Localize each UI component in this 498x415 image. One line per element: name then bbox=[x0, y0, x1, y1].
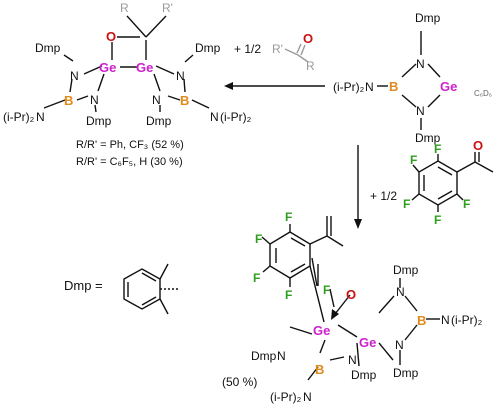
reagent-top-bonds bbox=[284, 43, 309, 63]
sm-n-bottom: N bbox=[416, 104, 425, 118]
sm-n-amino: N bbox=[365, 80, 374, 94]
starting-germylene bbox=[377, 31, 441, 130]
reagent-top-coefficient: + 1/2 bbox=[234, 42, 261, 56]
p1-r: R bbox=[120, 1, 129, 15]
p2-n-amino-left: N bbox=[303, 390, 312, 404]
reagent-bottom-ring bbox=[411, 152, 494, 212]
reagent-bottom-f-1: F bbox=[410, 153, 417, 167]
p1-n-upper-right: N bbox=[176, 69, 185, 83]
p2-ipr2-right: (i-Pr)₂ bbox=[451, 313, 483, 327]
substituent-line-1: R/R' = Ph, CF₃ (52 %) bbox=[76, 139, 184, 151]
sm-n-top: N bbox=[416, 57, 425, 71]
yield-bottom: (50 %) bbox=[222, 375, 257, 389]
substituent-line-2: R/R' = C₆F₅, H (30 %) bbox=[76, 156, 183, 168]
p1-n-amino-left: N bbox=[36, 110, 45, 124]
dmp-legend-label: Dmp = bbox=[64, 278, 103, 293]
p1-r-prime: R' bbox=[162, 1, 173, 15]
p1-dmp-bottom-left: Dmp bbox=[86, 114, 112, 128]
p2-n-lower-right: N bbox=[395, 338, 404, 352]
sm-b: B bbox=[389, 79, 398, 94]
p1-n-upper-left: N bbox=[70, 69, 79, 83]
p2-ipr2-left: (i-Pr)₂ bbox=[270, 390, 302, 404]
p2-n-lower-middle: N bbox=[348, 353, 357, 367]
sm-ge: Ge bbox=[440, 79, 457, 94]
p2-dmp-top-right: Dmp bbox=[393, 263, 419, 277]
reagent-bottom-f-2: F bbox=[434, 142, 441, 156]
reagent-bottom-oxygen: O bbox=[473, 138, 483, 153]
p1-b-right: B bbox=[180, 93, 189, 108]
p2-f-4: F bbox=[285, 288, 292, 302]
p2-b-left: B bbox=[315, 362, 324, 377]
reagent-top-r-prime: R' bbox=[272, 42, 283, 56]
reagent-bottom-f-5: F bbox=[463, 197, 470, 211]
p1-ge-left: Ge bbox=[99, 60, 116, 75]
p2-n-amino-right: N bbox=[441, 313, 450, 327]
reaction-arrow-horizontal bbox=[224, 82, 325, 90]
dmp-legend-structure bbox=[123, 263, 178, 315]
reagent-bottom-f-4: F bbox=[434, 213, 441, 227]
product-oxagermetane bbox=[43, 15, 210, 113]
coordination-arrow-o-to-ge bbox=[331, 294, 351, 320]
p1-n-amino-right: N bbox=[210, 110, 219, 124]
p1-n-lower-right: N bbox=[152, 93, 161, 107]
p2-f-2: F bbox=[285, 210, 292, 224]
p2-ge-right: Ge bbox=[359, 335, 376, 350]
p1-ipr2-left: (i-Pr)₂ bbox=[3, 110, 35, 124]
reagent-bottom-f-3: F bbox=[403, 197, 410, 211]
p1-oxygen: O bbox=[106, 29, 116, 44]
p2-dmp-lower-middle: Dmp bbox=[351, 368, 377, 382]
sm-ipr2: (i-Pr)₂ bbox=[333, 80, 365, 94]
p2-n-upper-right: N bbox=[396, 285, 405, 299]
p2-n-left: N bbox=[277, 349, 286, 363]
sm-dmp-top: Dmp bbox=[415, 11, 441, 25]
p1-ipr2-right: (i-Pr)₂ bbox=[220, 110, 252, 124]
reaction-arrow-vertical bbox=[354, 145, 362, 229]
product-bottom-bonds bbox=[261, 216, 440, 381]
sm-dmp-bottom: Dmp bbox=[415, 131, 441, 145]
p1-b-left: B bbox=[64, 93, 73, 108]
p2-dmp-bottom-right: Dmp bbox=[393, 366, 419, 380]
p2-f-3: F bbox=[253, 271, 260, 285]
reagent-bottom-coefficient: + 1/2 bbox=[370, 189, 397, 203]
p2-ge-left: Ge bbox=[313, 323, 330, 338]
solvent-label-partial: C₆D₆ bbox=[474, 89, 492, 98]
p2-dmp-left: Dmp bbox=[251, 349, 277, 363]
p1-dmp-bottom-right: Dmp bbox=[146, 114, 172, 128]
p2-f-1: F bbox=[255, 232, 262, 246]
p1-dmp-top-left: Dmp bbox=[35, 41, 61, 55]
p2-f-coordinated: F bbox=[323, 283, 330, 297]
p2-b-right: B bbox=[417, 313, 426, 328]
p1-dmp-top-right: Dmp bbox=[195, 41, 221, 55]
p1-ge-right: Ge bbox=[136, 60, 153, 75]
p2-oxygen: O bbox=[346, 287, 356, 302]
reagent-top-oxygen: O bbox=[303, 31, 313, 46]
reagent-top-r: R bbox=[306, 59, 315, 73]
p1-n-lower-left: N bbox=[90, 93, 99, 107]
